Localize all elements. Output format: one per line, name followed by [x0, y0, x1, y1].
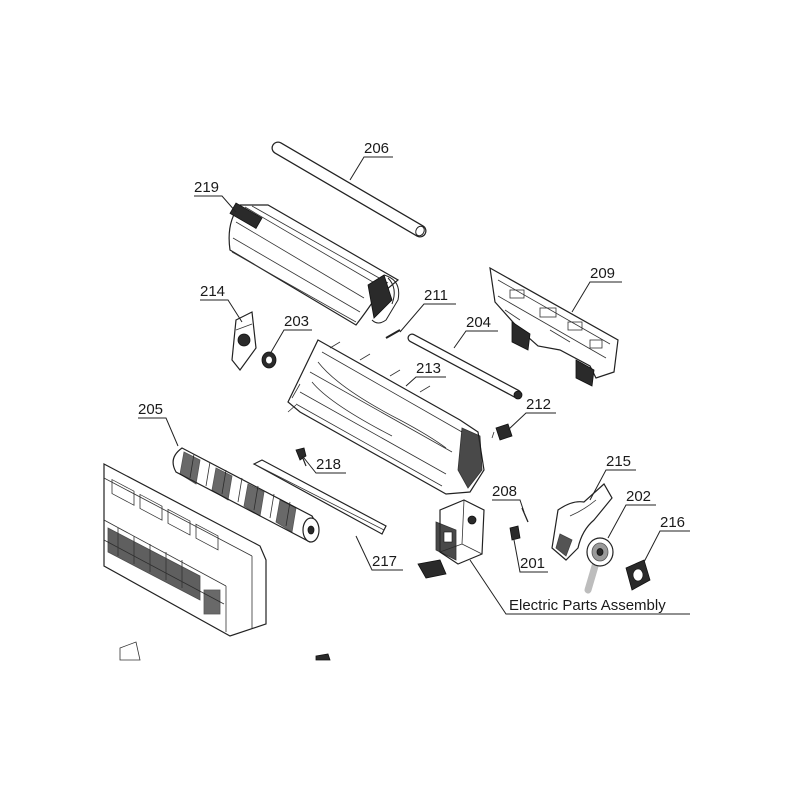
- part-215-bracket: [551, 483, 613, 561]
- label-216: 216: [660, 514, 685, 531]
- part-203-bearing: [261, 351, 277, 369]
- part-204-shaft: [407, 333, 523, 400]
- label-202: 202: [626, 488, 651, 505]
- part-218-screw: [295, 447, 307, 467]
- label-217: 217: [372, 553, 397, 570]
- label-213: 213: [416, 360, 441, 377]
- part-211-pin: [385, 329, 401, 339]
- label-211: 211: [424, 287, 448, 304]
- label-212: 212: [526, 396, 551, 413]
- part-labels: 206 219 209 214 211 203 204 213 212 205 …: [138, 140, 685, 614]
- part-212-clip: [491, 423, 513, 441]
- label-201: 201: [520, 555, 545, 572]
- part-205-fan: [172, 447, 320, 543]
- part-206-pipe: [271, 141, 427, 238]
- front-panel: [103, 463, 331, 661]
- label-219: 219: [194, 179, 219, 196]
- part-201-connector: [509, 525, 521, 541]
- label-208: 208: [492, 483, 517, 500]
- label-214: 214: [200, 283, 225, 300]
- label-205: 205: [138, 401, 163, 418]
- part-209-mounting-plate: [489, 266, 619, 387]
- part-213-chassis: [287, 339, 485, 495]
- label-215: 215: [606, 453, 631, 470]
- part-217-louver: [252, 459, 387, 535]
- label-209: 209: [590, 265, 615, 282]
- label-203: 203: [284, 313, 309, 330]
- label-218: 218: [316, 456, 341, 473]
- part-219-heat-exchanger: [228, 202, 400, 326]
- electric-parts-box: [417, 499, 485, 579]
- part-214-bearing-holder: [231, 311, 257, 371]
- label-206: 206: [364, 140, 389, 157]
- leader-lines: [138, 156, 690, 615]
- label-204: 204: [466, 314, 491, 331]
- part-202-motor: [584, 537, 614, 594]
- label-electric-parts-assembly: Electric Parts Assembly: [509, 597, 666, 614]
- part-216-motor-cover: [625, 559, 651, 591]
